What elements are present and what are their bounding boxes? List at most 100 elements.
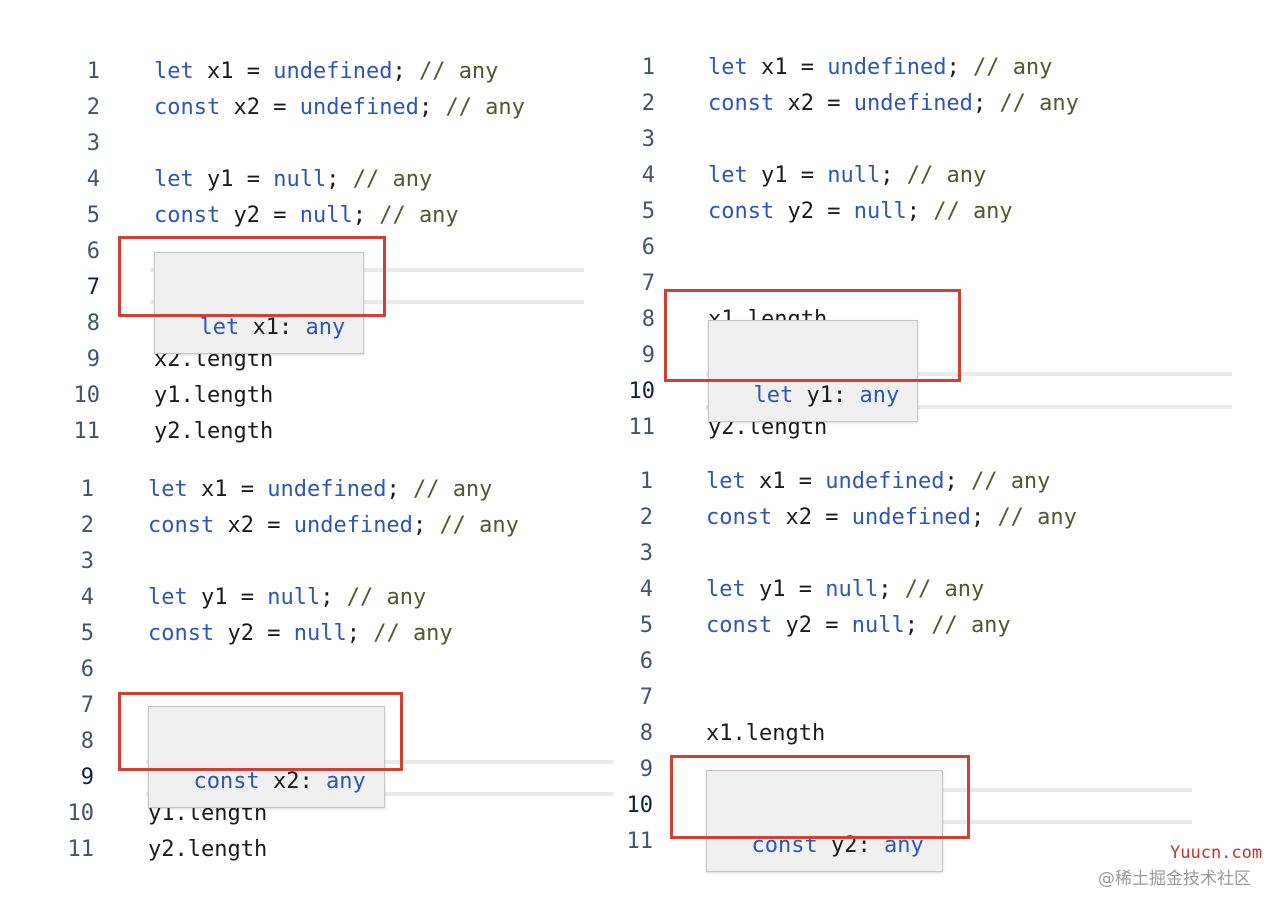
comment-token: // any: [346, 585, 427, 610]
code-line[interactable]: 7: [605, 266, 1125, 302]
line-number: 10: [73, 383, 101, 408]
code-line[interactable]: 3: [605, 122, 1125, 158]
keyword-token: let: [148, 585, 188, 610]
line-number: 6: [80, 657, 94, 682]
line-number: 9: [86, 347, 100, 372]
keyword-token: let: [706, 577, 746, 602]
hover-tooltip: const x2: any: [148, 706, 385, 808]
code-line[interactable]: 5 const y2 = null; // any: [50, 198, 570, 234]
line-number: 1: [639, 469, 653, 494]
line-number: 3: [641, 127, 655, 152]
keyword-token: const: [148, 621, 215, 646]
line-number: 3: [80, 549, 94, 574]
code-line[interactable]: 3: [603, 536, 1123, 572]
code-token: ;: [878, 577, 905, 602]
tooltip-name: x2:: [259, 769, 326, 794]
highlight-frame: [670, 755, 970, 839]
keyword-token: let: [708, 55, 748, 80]
line-number: 8: [86, 311, 100, 336]
code-line[interactable]: 6: [50, 234, 570, 270]
line-number: 5: [86, 203, 100, 228]
code-token: y2.length: [148, 837, 268, 862]
code-line[interactable]: 9: [603, 752, 1123, 788]
code-text: let y1 = null; // any: [148, 580, 426, 616]
keyword-token: const: [154, 95, 221, 120]
code-line[interactable]: 8: [44, 724, 564, 760]
tooltip-type: any: [859, 383, 900, 408]
code-token: x2 =: [220, 95, 300, 120]
code-text: y2.length: [148, 832, 267, 868]
line-number: 5: [639, 613, 653, 638]
code-line[interactable]: 7: [50, 270, 570, 306]
code-token: x2 =: [774, 91, 854, 116]
code-token: x2 =: [772, 505, 852, 530]
keyword-token: null: [273, 167, 327, 192]
code-line[interactable]: 10: [603, 788, 1123, 824]
code-line[interactable]: 1 let x1 = undefined; // any: [603, 464, 1123, 500]
keyword-token: const: [708, 199, 775, 224]
line-number: 8: [80, 729, 94, 754]
line-number: 6: [639, 649, 653, 674]
line-number: 3: [86, 131, 100, 156]
tooltip-name: x1:: [239, 315, 306, 340]
comment-token: // any: [972, 55, 1053, 80]
code-line[interactable]: 6: [44, 652, 564, 688]
code-line[interactable]: 5 const y2 = null; // any: [603, 608, 1123, 644]
code-line[interactable]: 3: [50, 126, 570, 162]
line-number: 7: [639, 685, 653, 710]
code-line[interactable]: 7: [603, 680, 1123, 716]
code-token: ;: [880, 163, 907, 188]
code-line[interactable]: 6: [603, 644, 1123, 680]
comment-token: // any: [373, 621, 453, 646]
keyword-token: let: [154, 167, 194, 192]
code-token: ;: [946, 55, 973, 80]
code-token: x2 =: [214, 513, 294, 538]
tooltip-type: any: [325, 769, 366, 794]
comment-token: // any: [997, 505, 1077, 530]
keyword-token: let: [708, 163, 748, 188]
code-line[interactable]: 9: [605, 338, 1125, 374]
hover-tooltip: let x1: any: [154, 252, 365, 354]
line-number: 4: [641, 163, 655, 188]
code-token: y1 =: [745, 577, 826, 602]
line-number: 10: [628, 379, 656, 404]
code-text: const y2 = null; // any: [154, 198, 459, 234]
code-token: y1 =: [187, 585, 268, 610]
code-text: let x1 = undefined; // any: [154, 54, 498, 90]
code-token: ;: [320, 585, 347, 610]
keyword-token: undefined: [851, 505, 971, 530]
code-line[interactable]: 7: [44, 688, 564, 724]
keyword-token: undefined: [299, 95, 419, 120]
code-line[interactable]: 3: [44, 544, 564, 580]
code-text: const y2 = null; // any: [706, 608, 1011, 644]
tooltip-keyword: let: [753, 383, 794, 408]
current-line-highlight: [150, 268, 584, 272]
code-line[interactable]: 6: [605, 230, 1125, 266]
keyword-token: null: [293, 621, 347, 646]
line-number: 4: [86, 167, 100, 192]
current-line-highlight: [706, 820, 1192, 824]
highlight-frame: [118, 692, 403, 771]
keyword-token: null: [853, 199, 907, 224]
comment-token: // any: [999, 91, 1079, 116]
highlight-frame: [118, 236, 386, 317]
code-text: let x1 = undefined; // any: [706, 464, 1050, 500]
code-text: const x2 = undefined; // any: [706, 500, 1077, 536]
